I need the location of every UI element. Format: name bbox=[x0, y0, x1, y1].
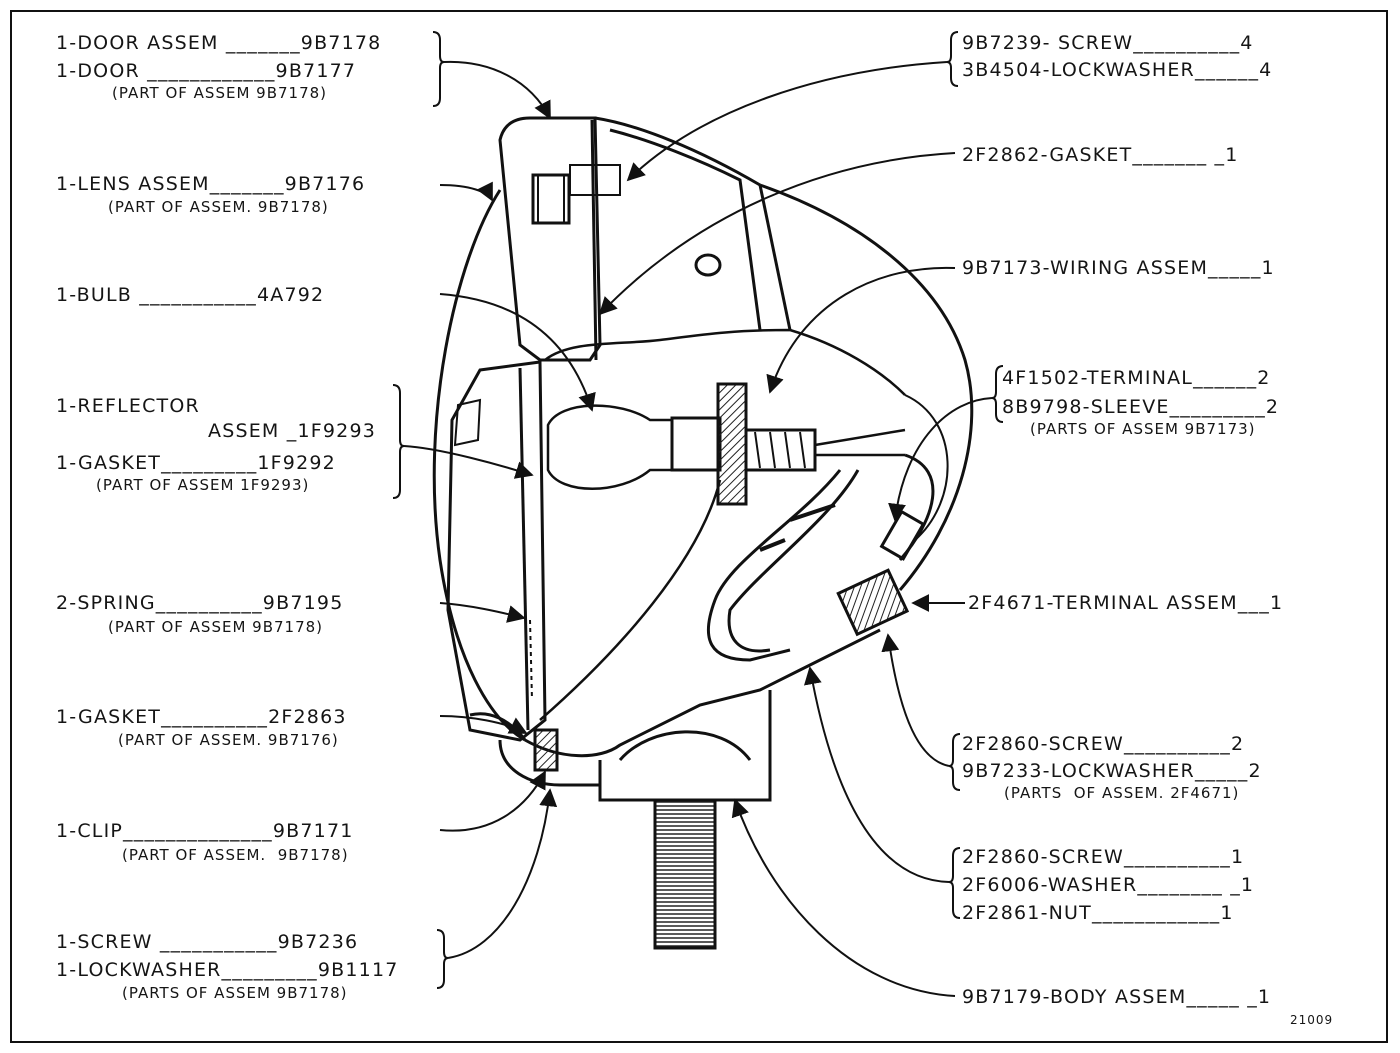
label-gasket-reflector: 1-GASKET_________1F9292 bbox=[56, 452, 336, 474]
label-sleeve-8b9798: 8B9798-SLEEVE_________2 bbox=[1002, 396, 1280, 418]
label-reflector: 1-REFLECTOR bbox=[56, 395, 200, 417]
note-door: (PART OF ASSEM 9B7178) bbox=[112, 84, 328, 102]
note-clip: (PART OF ASSEM. 9B7178) bbox=[122, 846, 349, 864]
note-lockwasher-9b7233: (PARTS OF ASSEM. 2F4671) bbox=[1004, 784, 1240, 802]
label-lockwasher: 1-LOCKWASHER_________9B1117 bbox=[56, 959, 399, 981]
note-lockwasher: (PARTS OF ASSEM 9B7178) bbox=[122, 984, 348, 1002]
label-screw-2f2860b: 2F2860-SCREW__________1 bbox=[962, 846, 1245, 868]
label-screw: 1-SCREW ___________9B7236 bbox=[56, 931, 359, 953]
label-terminal-4f1502: 4F1502-TERMINAL______2 bbox=[1002, 367, 1271, 389]
label-lockwasher-9b7233: 9B7233-LOCKWASHER_____2 bbox=[962, 760, 1262, 782]
label-nut-2f2861: 2F2861-NUT____________1 bbox=[962, 902, 1234, 924]
note-sleeve-8b9798: (PARTS OF ASSEM 9B7173) bbox=[1030, 420, 1256, 438]
note-gasket-lens: (PART OF ASSEM. 9B7176) bbox=[118, 731, 339, 749]
note-gasket-reflector: (PART OF ASSEM 1F9293) bbox=[96, 476, 310, 494]
label-clip: 1-CLIP______________9B7171 bbox=[56, 820, 354, 842]
label-body-assem: 9B7179-BODY ASSEM_____ _1 bbox=[962, 986, 1272, 1008]
label-screw-2f2860a: 2F2860-SCREW__________2 bbox=[962, 733, 1245, 755]
note-spring: (PART OF ASSEM 9B7178) bbox=[108, 618, 324, 636]
label-spring: 2-SPRING__________9B7195 bbox=[56, 592, 344, 614]
note-lens-assem: (PART OF ASSEM. 9B7178) bbox=[108, 198, 329, 216]
label-reflector-assem: ASSEM _1F9293 bbox=[208, 420, 377, 442]
label-bulb: 1-BULB ___________4A792 bbox=[56, 284, 325, 306]
label-lens-assem: 1-LENS ASSEM_______9B7176 bbox=[56, 173, 366, 195]
label-gasket-lens: 1-GASKET__________2F2863 bbox=[56, 706, 347, 728]
label-door: 1-DOOR ____________9B7177 bbox=[56, 60, 357, 82]
label-lockwasher-3b4504: 3B4504-LOCKWASHER______4 bbox=[962, 59, 1273, 81]
leader-lines bbox=[403, 60, 993, 997]
label-door-assem: 1-DOOR ASSEM _______9B7178 bbox=[56, 32, 382, 54]
lamp-housing bbox=[432, 116, 974, 950]
figure-number: 21009 bbox=[1290, 1013, 1334, 1027]
label-screw-9b7239: 9B7239- SCREW__________4 bbox=[962, 32, 1254, 54]
label-washer-2f6006: 2F6006-WASHER________ _1 bbox=[962, 874, 1255, 896]
label-wiring-assem: 9B7173-WIRING ASSEM_____1 bbox=[962, 257, 1275, 279]
label-terminal-assem: 2F4671-TERMINAL ASSEM___1 bbox=[968, 592, 1284, 614]
label-gasket-2f2862: 2F2862-GASKET_______ _1 bbox=[962, 144, 1239, 166]
